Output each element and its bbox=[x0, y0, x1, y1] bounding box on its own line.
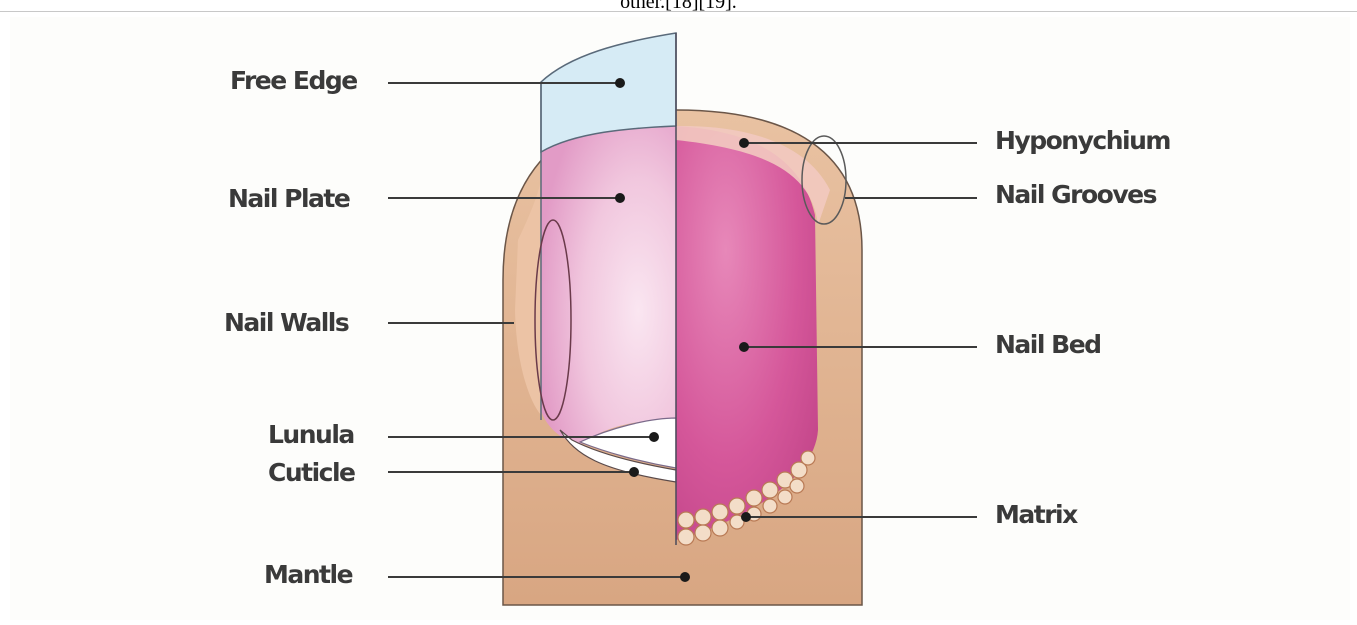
label-lunula: Lunula bbox=[268, 420, 354, 450]
label-cuticle: Cuticle bbox=[268, 458, 355, 488]
label-nail-plate: Nail Plate bbox=[228, 184, 349, 214]
nail-plate-shape bbox=[541, 126, 676, 445]
label-hyponychium: Hyponychium bbox=[995, 126, 1170, 156]
label-mantle: Mantle bbox=[264, 560, 352, 590]
label-nail-grooves: Nail Grooves bbox=[995, 180, 1156, 210]
label-nail-bed: Nail Bed bbox=[995, 330, 1101, 360]
label-nail-walls: Nail Walls bbox=[224, 308, 348, 338]
label-free-edge: Free Edge bbox=[230, 66, 357, 96]
label-matrix: Matrix bbox=[995, 500, 1077, 530]
